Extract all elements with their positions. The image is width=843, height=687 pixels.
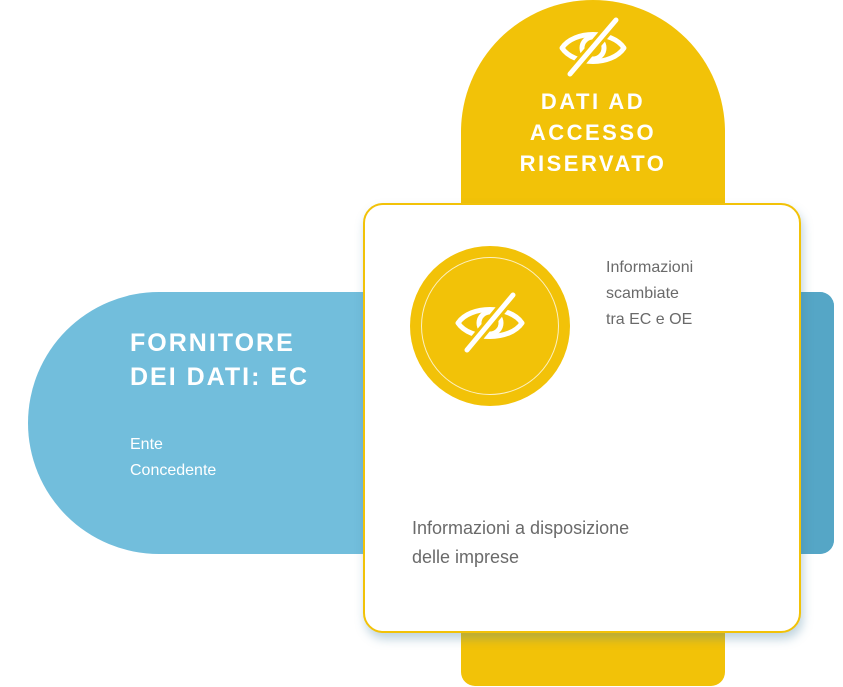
available-info-line1: Informazioni a disposizione — [412, 518, 630, 538]
restricted-data-title-line3: RISERVATO — [519, 151, 667, 176]
data-provider-subtitle-line2: Concedente — [130, 462, 217, 479]
exchanged-info-text: Informazioni scambiate tra EC e OE — [606, 255, 786, 333]
exchanged-info-line2: scambiate — [606, 285, 679, 302]
restricted-data-title-line2: ACCESSO — [529, 120, 657, 145]
exchanged-info-line3: tra EC e OE — [606, 311, 693, 328]
data-provider-subtitle-line1: Ente — [130, 436, 163, 453]
data-provider-subtitle: Ente Concedente — [130, 432, 330, 484]
eye-slash-icon — [559, 16, 627, 78]
card-icon-ring — [421, 257, 559, 395]
restricted-data-title-line1: DATI AD — [540, 89, 646, 114]
exchanged-info-line1: Informazioni — [606, 259, 694, 276]
data-provider-title: FORNITORE DEI DATI: EC — [130, 326, 370, 394]
available-info-line2: delle imprese — [412, 547, 520, 567]
available-info-text: Informazioni a disposizione delle impres… — [412, 514, 772, 572]
eye-slash-icon — [455, 290, 525, 354]
data-provider-title-line1: FORNITORE — [130, 329, 295, 357]
data-provider-title-line2: DEI DATI: EC — [130, 363, 310, 391]
restricted-data-title: DATI AD ACCESSO RISERVATO — [461, 86, 725, 179]
